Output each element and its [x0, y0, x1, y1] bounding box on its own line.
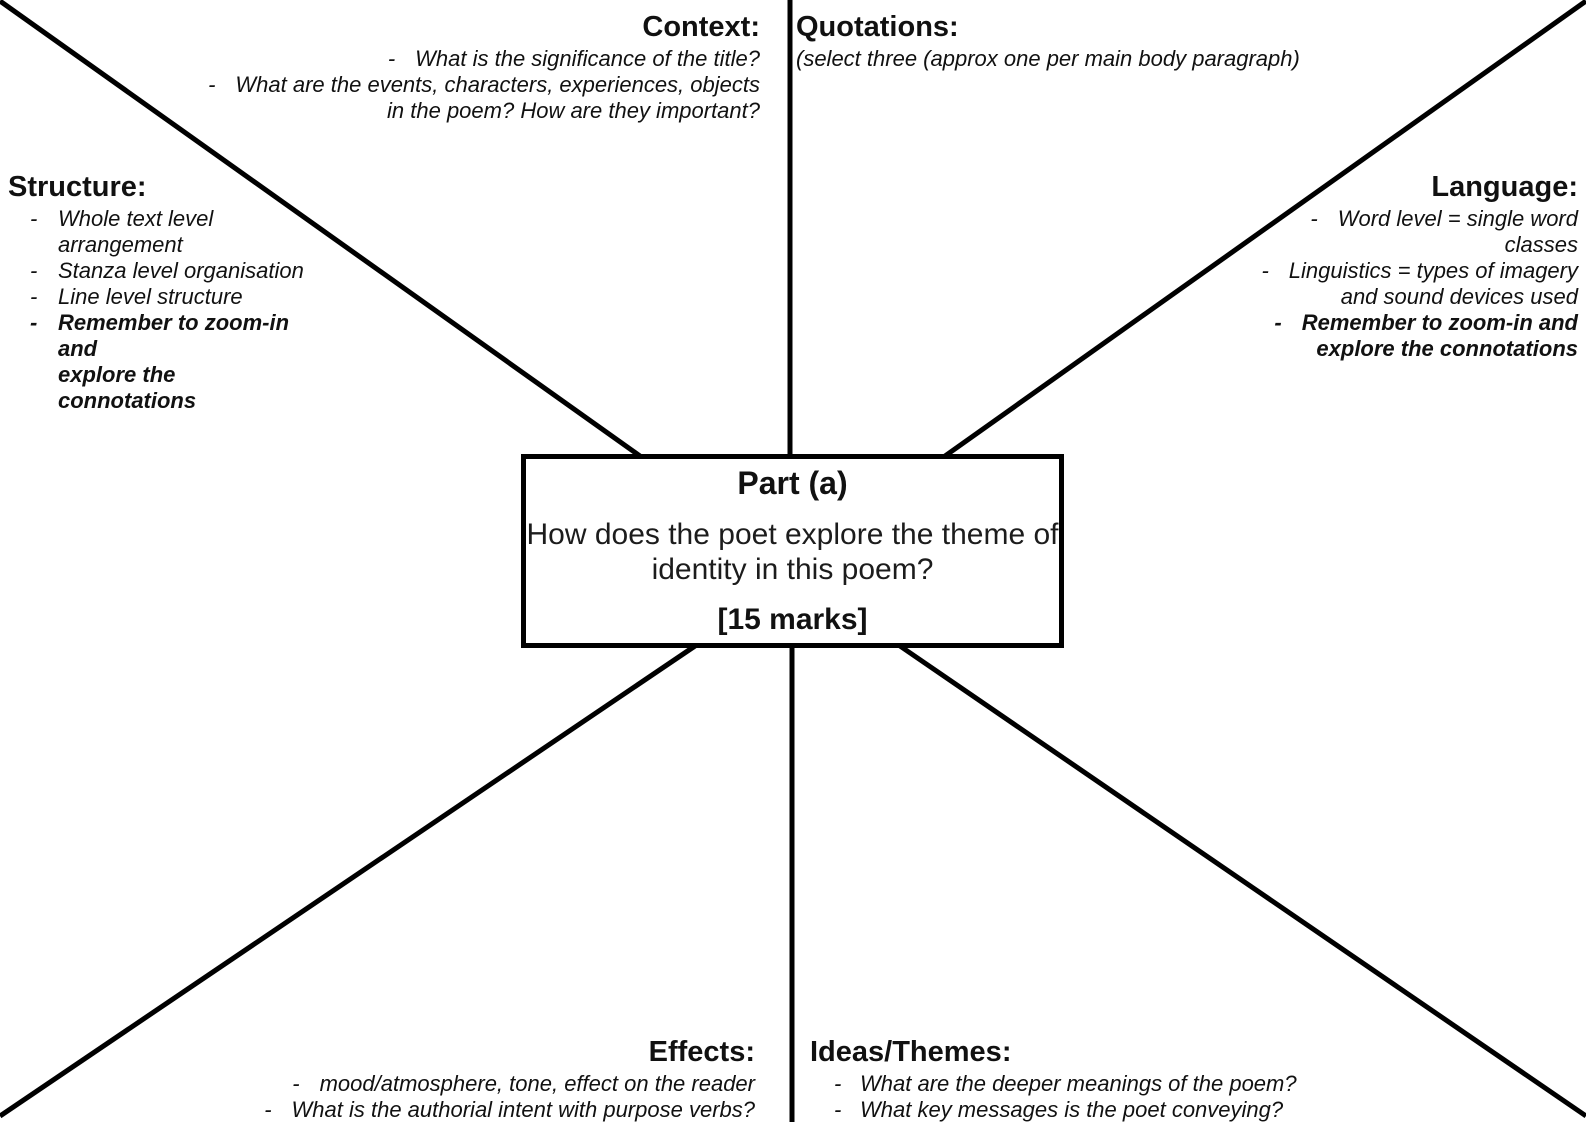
line-bottom-right-diagonal	[898, 643, 1586, 1119]
language-item-text: Word level = single word classes	[1337, 206, 1578, 257]
quotations-section: Quotations: (select three (approx one pe…	[796, 8, 1300, 72]
list-item: - Stanza level organisation	[8, 258, 308, 284]
ideas-themes-section: Ideas/Themes: - What are the deeper mean…	[810, 1033, 1297, 1122]
list-item: - mood/atmosphere, tone, effect on the r…	[264, 1071, 755, 1097]
language-bullets: - Word level = single word classes - Lin…	[1261, 206, 1578, 362]
line-top-left-diagonal	[0, 0, 642, 459]
list-item: - Remember to zoom-in and explore the co…	[8, 310, 308, 414]
effects-section: Effects: - mood/atmosphere, tone, effect…	[264, 1033, 755, 1122]
structure-item-text: Stanza level organisation	[58, 258, 304, 283]
list-item: - Line level structure	[8, 284, 308, 310]
list-item: - What are the events, characters, exper…	[208, 72, 760, 124]
line-bottom-left-diagonal	[0, 643, 697, 1119]
bullet-marker: -	[30, 284, 38, 309]
ideas-themes-item-text: What key messages is the poet conveying?	[860, 1097, 1284, 1122]
bullet-marker: -	[387, 46, 396, 71]
bullet-marker: -	[834, 1097, 842, 1122]
list-item: - Remember to zoom-in and explore the co…	[1261, 310, 1578, 362]
marks-label: [15 marks]	[717, 603, 868, 636]
question-box-title: Part (a)	[737, 465, 848, 501]
effects-heading: Effects:	[648, 1036, 755, 1068]
bullet-marker: -	[292, 1071, 300, 1096]
bullet-marker: -	[30, 310, 38, 335]
language-item-text: Linguistics = types of imagery and sound…	[1288, 258, 1578, 309]
context-bullets: - What is the significance of the title?…	[208, 46, 760, 124]
structure-section: Structure: - Whole text level arrangemen…	[8, 168, 308, 414]
structure-item-text: Line level structure	[58, 284, 243, 309]
list-item: - Linguistics = types of imagery and sou…	[1261, 258, 1578, 310]
bullet-marker: -	[30, 206, 38, 231]
ideas-themes-heading: Ideas/Themes:	[810, 1036, 1012, 1068]
quotations-note: (select three (approx one per main body …	[796, 46, 1300, 71]
context-item-text: What is the significance of the title?	[415, 46, 760, 71]
structure-emphasis-text: Remember to zoom-in and explore the conn…	[58, 310, 290, 413]
language-emphasis-text: Remember to zoom-in and explore the conn…	[1301, 310, 1578, 361]
list-item: - What key messages is the poet conveyin…	[810, 1097, 1297, 1122]
structure-heading: Structure:	[8, 171, 147, 203]
line-top-right-diagonal	[943, 0, 1586, 459]
question-text: How does the poet explore the theme of i…	[526, 518, 1059, 586]
quotations-heading: Quotations:	[796, 11, 959, 43]
list-item: - Word level = single word classes	[1261, 206, 1578, 258]
context-section: Context: - What is the significance of t…	[208, 8, 760, 124]
ideas-themes-bullets: - What are the deeper meanings of the po…	[810, 1071, 1297, 1122]
question-box: Part (a) How does the poet explore the t…	[521, 454, 1064, 648]
effects-item-text: mood/atmosphere, tone, effect on the rea…	[319, 1071, 755, 1096]
list-item: - What is the significance of the title?	[208, 46, 760, 72]
language-heading: Language:	[1431, 171, 1578, 203]
structure-item-text: Whole text level arrangement	[58, 206, 214, 257]
list-item: - Whole text level arrangement	[8, 206, 308, 258]
list-item: - What is the authorial intent with purp…	[264, 1097, 755, 1122]
bullet-marker: -	[264, 1097, 272, 1122]
bullet-marker: -	[208, 72, 216, 97]
effects-bullets: - mood/atmosphere, tone, effect on the r…	[264, 1071, 755, 1122]
bullet-marker: -	[30, 258, 38, 283]
bullet-marker: -	[834, 1071, 842, 1096]
language-section: Language: - Word level = single word cla…	[1261, 168, 1578, 362]
context-heading: Context:	[642, 11, 760, 43]
list-item: - What are the deeper meanings of the po…	[810, 1071, 1297, 1097]
bullet-marker: -	[1261, 258, 1269, 283]
effects-item-text: What is the authorial intent with purpos…	[291, 1097, 755, 1122]
bullet-marker: -	[1274, 310, 1282, 335]
ideas-themes-item-text: What are the deeper meanings of the poem…	[860, 1071, 1297, 1096]
bullet-marker: -	[1310, 206, 1318, 231]
structure-bullets: - Whole text level arrangement - Stanza …	[8, 206, 308, 414]
context-item-text: What are the events, characters, experie…	[235, 72, 760, 123]
